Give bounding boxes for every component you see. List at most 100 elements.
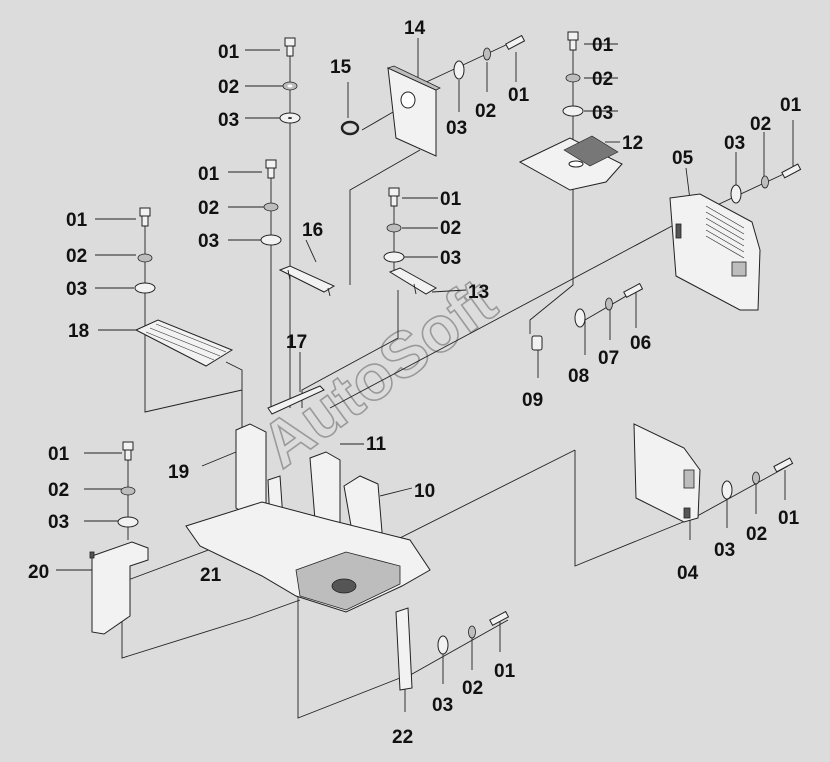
bolt-icon (623, 282, 644, 299)
callout-01-lower-left: 01 (48, 444, 70, 465)
grille-plate-12 (518, 135, 623, 191)
step-plate-18 (134, 319, 234, 367)
flat-washer-icon (721, 480, 733, 500)
bolt-icon (505, 34, 526, 51)
callout-03-grille: 03 (592, 103, 613, 124)
callout-09: 09 (522, 390, 543, 411)
callout-04: 04 (677, 563, 699, 584)
callout-02-lower-left: 02 (48, 480, 69, 501)
callout-01-strip-22: 01 (494, 661, 516, 682)
flat-washer-icon (730, 184, 742, 204)
bolt-icon (489, 610, 510, 627)
lock-washer-icon (483, 47, 491, 61)
flat-washer-icon (260, 234, 282, 246)
callout-01-panel-04: 01 (778, 508, 800, 529)
plug-icon (531, 335, 543, 351)
flat-washer-icon (383, 251, 405, 263)
flat-washer-icon (134, 282, 156, 294)
callout-17: 17 (286, 332, 307, 353)
callout-02-far-left: 02 (66, 246, 87, 267)
lock-washer-icon (120, 486, 136, 496)
lock-washer-icon (386, 223, 402, 233)
bolt-icon (388, 187, 400, 207)
bolt-icon (139, 207, 151, 227)
side-plate-20 (89, 541, 149, 635)
strip-22 (395, 607, 413, 691)
bracket-panel-14 (386, 65, 441, 157)
callout-03-mid-left: 03 (198, 231, 219, 252)
callout-14: 14 (404, 18, 426, 39)
callout-13: 13 (468, 282, 489, 303)
side-panel-04 (633, 423, 701, 523)
lock-washer-icon (282, 81, 298, 91)
callout-11: 11 (366, 434, 387, 455)
bolt-icon (265, 159, 277, 179)
callout-labels: 01 02 03 15 14 03 02 01 01 02 03 12 01 0… (28, 18, 802, 748)
bolt-icon (284, 37, 296, 57)
callout-02-panel-05: 02 (750, 114, 771, 135)
lock-washer-icon (605, 297, 613, 311)
bracket-13 (388, 267, 437, 295)
callout-19: 19 (168, 462, 189, 483)
callout-12: 12 (622, 133, 643, 154)
callout-07: 07 (598, 348, 619, 369)
callout-03-top-left: 03 (218, 110, 239, 131)
base-frame (185, 501, 431, 613)
callout-01-bracket-13: 01 (440, 189, 462, 210)
callout-02-strip-22: 02 (462, 678, 483, 699)
post-19 (235, 423, 267, 515)
lock-washer-icon (752, 471, 760, 485)
callout-16: 16 (302, 220, 323, 241)
callout-02-panel-04: 02 (746, 524, 767, 545)
callout-18: 18 (68, 321, 89, 342)
callout-02-mid-left: 02 (198, 198, 219, 219)
o-ring-icon (340, 120, 360, 136)
callout-01-panel-14: 01 (508, 85, 530, 106)
callout-01-mid-left: 01 (198, 164, 220, 185)
bracket-16 (278, 265, 336, 297)
bar-17 (267, 385, 325, 415)
flat-washer-icon (453, 60, 465, 80)
callout-06: 06 (630, 333, 651, 354)
lock-washer-icon (468, 625, 476, 639)
callout-03-far-left: 03 (66, 279, 87, 300)
flat-washer-icon (562, 105, 584, 117)
callout-01-panel-05: 01 (780, 95, 802, 116)
callout-03-lower-left: 03 (48, 512, 69, 533)
callout-05: 05 (672, 148, 694, 169)
lock-washer-icon (761, 175, 769, 189)
fasteners (117, 31, 802, 655)
lock-washer-icon (263, 202, 279, 212)
callout-03-strip-22: 03 (432, 695, 453, 716)
callout-01-grille: 01 (592, 35, 614, 56)
lock-washer-icon (565, 73, 581, 83)
flat-washer-icon (117, 516, 139, 528)
flat-washer-icon (437, 635, 449, 655)
callout-02-top-left: 02 (218, 77, 239, 98)
flat-washer-icon (279, 112, 301, 124)
side-panel-05 (669, 193, 761, 311)
callout-03-panel-05: 03 (724, 133, 745, 154)
lock-washer-icon (137, 253, 153, 263)
bolt-icon (781, 163, 802, 179)
bolt-icon (567, 31, 579, 51)
callout-02-panel-14: 02 (475, 101, 496, 122)
parts (89, 65, 761, 691)
callout-01-top-left: 01 (218, 42, 240, 63)
callout-22: 22 (392, 727, 413, 748)
callout-08: 08 (568, 366, 589, 387)
callout-02-grille: 02 (592, 69, 613, 90)
flat-washer-icon (574, 308, 586, 328)
callout-01-far-left: 01 (66, 210, 88, 231)
callout-20: 20 (28, 562, 49, 583)
callout-03-panel-04: 03 (714, 540, 735, 561)
callout-03-bracket-13: 03 (440, 248, 461, 269)
callout-02-bracket-13: 02 (440, 218, 461, 239)
callout-15: 15 (330, 57, 352, 78)
bolt-icon (122, 441, 134, 461)
callout-03-panel-14: 03 (446, 118, 467, 139)
bolt-icon (773, 457, 794, 473)
callout-10: 10 (414, 481, 435, 502)
